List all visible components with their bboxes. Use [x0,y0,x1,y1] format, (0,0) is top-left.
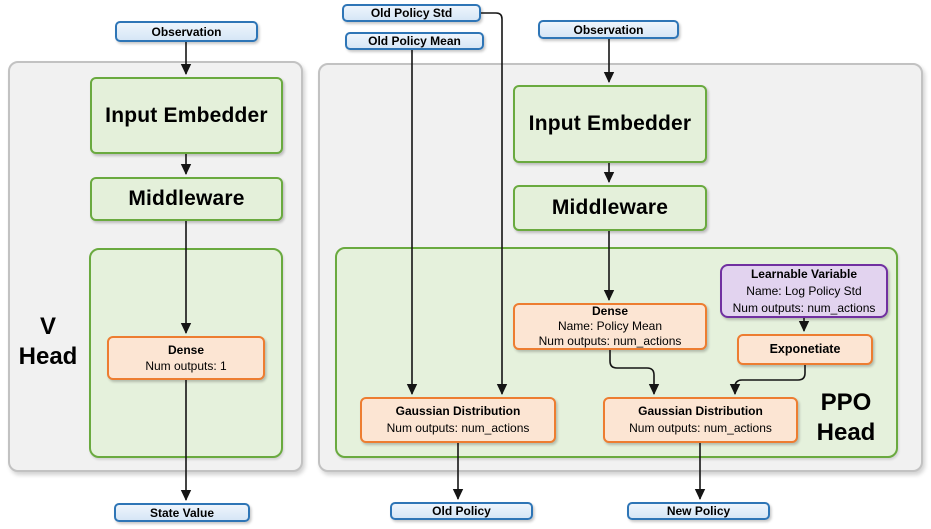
ppo-middleware-label: Middleware [551,196,669,219]
gaussian-distribution-new-node: Gaussian Distribution Num outputs: num_a… [603,397,798,443]
v-head-title-line2: Head [18,343,78,370]
v-middleware-label: Middleware [128,187,245,210]
old-policy-std-node: Old Policy Std [342,4,481,22]
ppo-dense-outputs: Num outputs: num_actions [538,334,682,348]
v-observation-label: Observation [151,24,222,39]
ppo-observation-node: Observation [538,20,679,39]
exponetiate-node: Exponetiate [737,334,873,365]
ppo-head-title: PPO Head [806,388,886,448]
v-head-title: V Head [14,312,82,372]
old-policy-output-label: Old Policy [432,504,491,518]
gaussian-new-outputs: Num outputs: num_actions [629,421,772,435]
ppo-dense-name: Name: Policy Mean [557,319,663,333]
learnable-variable-node: Learnable Variable Name: Log Policy Std … [720,264,888,318]
old-policy-std-label: Old Policy Std [370,6,453,20]
learnable-variable-title: Learnable Variable [750,266,858,281]
v-dense-node: Dense Num outputs: 1 [107,336,265,380]
ppo-middleware-node: Middleware [513,185,707,231]
v-input-embedder-node: Input Embedder [90,77,283,154]
ppo-dense-title: Dense [591,304,629,318]
exponetiate-label: Exponetiate [769,342,841,356]
ppo-input-embedder-label: Input Embedder [528,112,692,135]
v-head-title-line1: V [39,313,56,340]
v-observation-node: Observation [115,21,258,42]
learnable-variable-outputs: Num outputs: num_actions [732,300,876,315]
ppo-dense-node: Dense Name: Policy Mean Num outputs: num… [513,303,707,350]
state-value-node: State Value [114,503,250,522]
v-middleware-node: Middleware [90,177,283,221]
learnable-variable-name: Name: Log Policy Std [746,283,862,298]
state-value-label: State Value [149,505,215,520]
gaussian-new-title: Gaussian Distribution [638,404,763,418]
gaussian-distribution-old-node: Gaussian Distribution Num outputs: num_a… [360,397,556,443]
ppo-head-title-line2: Head [816,419,876,446]
old-policy-mean-node: Old Policy Mean [345,32,484,50]
v-input-embedder-label: Input Embedder [105,103,268,127]
new-policy-output-label: New Policy [666,504,731,518]
v-dense-title: Dense [167,342,205,357]
gaussian-old-title: Gaussian Distribution [395,404,521,418]
ppo-head-title-line1: PPO [820,389,872,416]
old-policy-output-node: Old Policy [390,502,533,520]
ppo-input-embedder-node: Input Embedder [513,85,707,163]
new-policy-output-node: New Policy [627,502,770,520]
gaussian-old-outputs: Num outputs: num_actions [386,421,530,435]
ppo-observation-label: Observation [573,22,644,37]
old-policy-mean-label: Old Policy Mean [368,34,461,48]
v-dense-outputs: Num outputs: 1 [145,358,227,373]
